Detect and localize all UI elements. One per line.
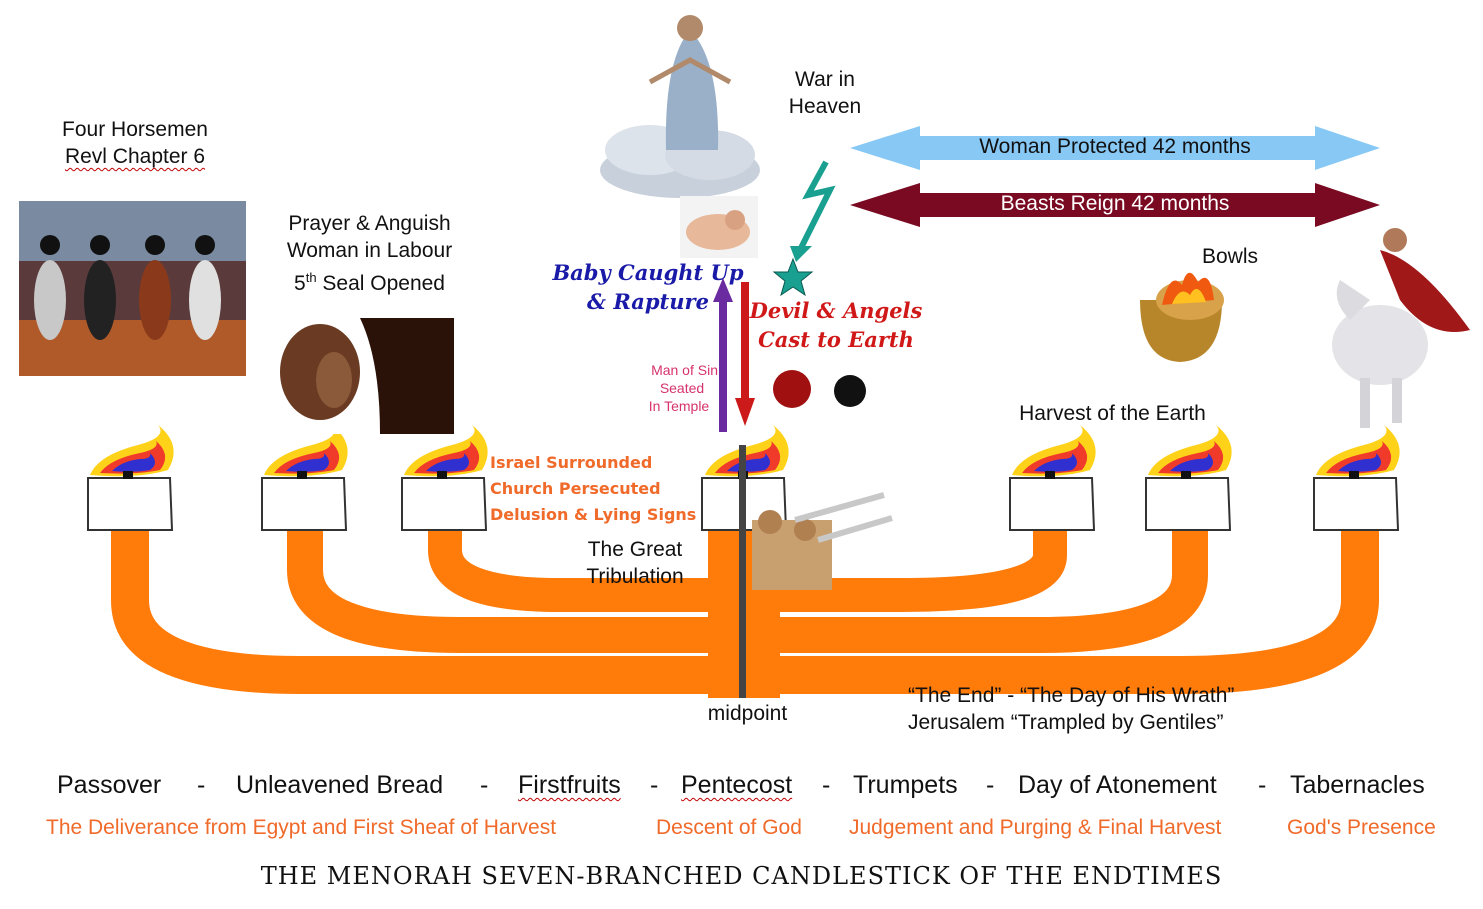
four-horsemen-label: Four Horsemen Revl Chapter 6 — [30, 116, 240, 170]
great-tribulation-label: The Great Tribulation — [570, 536, 700, 590]
seal-number: 5 — [294, 272, 306, 295]
tribulation-line2: Tribulation — [586, 565, 684, 588]
candle-cup-7 — [1313, 477, 1400, 531]
candle-cup-2 — [261, 477, 348, 531]
baby-hands-image — [680, 196, 758, 258]
feast-firstfruits-text: Firstfruits — [518, 771, 621, 799]
candle-cups — [87, 477, 1400, 531]
four-horsemen-image — [19, 201, 246, 376]
flame-6 — [1148, 425, 1232, 479]
war-line2: Heaven — [788, 95, 862, 118]
feast-separator-1: - — [197, 771, 206, 799]
cast-down-arrow — [735, 282, 755, 426]
man-of-sin-line3: In Temple — [648, 398, 710, 414]
meaning-judgement: Judgement and Purging & Final Harvest — [849, 816, 1222, 839]
star-icon — [772, 257, 814, 297]
prayer-line3: 5th Seal Opened — [262, 264, 477, 297]
candle-cup-1 — [87, 477, 174, 531]
praying-woman-image — [268, 318, 454, 434]
candle-cup-3 — [401, 477, 488, 531]
meaning-descent-of-god: Descent of God — [656, 816, 802, 839]
feast-separator-6: - — [1258, 771, 1267, 799]
feast-unleavened-bread: Unleavened Bread — [236, 771, 444, 799]
candle-cup-5 — [1009, 477, 1096, 531]
diagram-title: THE MENORAH SEVEN-BRANCHED CANDLESTICK O… — [260, 862, 1223, 890]
war-line1: War in — [795, 68, 855, 91]
feast-separator-5: - — [986, 771, 995, 799]
devil-line2: Cast to Earth — [758, 327, 914, 352]
tribulation-line1: The Great — [587, 538, 683, 561]
man-of-sin-line1: Man of Sin — [651, 362, 718, 378]
baby-line2: & Rapture — [587, 289, 709, 314]
baby-line1: Baby Caught Up — [552, 260, 744, 285]
dark-sun-icon — [834, 375, 866, 407]
feast-separator-3: - — [650, 771, 659, 799]
beasts-reign-arrow — [850, 183, 1380, 227]
the-end-line1: “The End” - “The Day of His Wrath” — [908, 684, 1235, 707]
feast-separator-2: - — [480, 771, 489, 799]
midpoint-line — [739, 445, 746, 698]
the-end-line2: Jerusalem “Trampled by Gentiles” — [908, 711, 1224, 734]
feast-pentecost-text: Pentecost — [681, 771, 793, 799]
seal-ordinal: th — [305, 270, 317, 285]
harvest-label: Harvest of the Earth — [1019, 402, 1206, 425]
prayer-line2: Woman in Labour — [286, 239, 453, 262]
man-of-sin-label: Man of Sin Seated In Temple — [620, 361, 718, 415]
israel-line1: Israel Surrounded — [490, 453, 653, 472]
the-end-label: “The End” - “The Day of His Wrath” Jerus… — [908, 682, 1328, 736]
feast-separator-4: - — [822, 771, 831, 799]
woman-protected-arrow — [850, 126, 1380, 170]
lightning-tip-icon — [790, 246, 812, 262]
israel-line3: Delusion & Lying Signs — [490, 505, 697, 524]
feast-firstfruits: Firstfruits — [518, 771, 621, 800]
feast-tabernacles: Tabernacles — [1290, 771, 1425, 799]
rapture-up-arrow — [713, 278, 733, 432]
blood-moon-icon — [773, 370, 811, 408]
baby-caught-up-label: Baby Caught Up & Rapture — [548, 258, 748, 316]
candle-cup-6 — [1145, 477, 1232, 531]
flame-5 — [1012, 425, 1096, 479]
feast-pentecost: Pentecost — [681, 771, 792, 800]
feast-trumpets: Trumpets — [853, 771, 958, 799]
meaning-deliverance: The Deliverance from Egypt and First She… — [46, 816, 557, 839]
jesus-cloud-image — [600, 15, 760, 198]
seal-opened-text: Seal Opened — [316, 272, 445, 295]
meaning-gods-presence: God's Presence — [1287, 816, 1436, 839]
bowls-label: Bowls — [1201, 245, 1259, 268]
woman-protected-label: Woman Protected 42 months — [979, 135, 1251, 158]
white-horse-rider-image — [1332, 228, 1470, 428]
feast-day-of-atonement: Day of Atonement — [1018, 771, 1217, 799]
prayer-line1: Prayer & Anguish — [288, 212, 451, 235]
feast-passover: Passover — [57, 771, 162, 799]
trumpeters-image — [752, 492, 893, 590]
beasts-reign-label: Beasts Reign 42 months — [1000, 192, 1230, 215]
branch-inner — [428, 530, 1067, 612]
israel-line2: Church Persecuted — [490, 479, 661, 498]
lightning-icon — [797, 160, 836, 252]
prayer-anguish-label: Prayer & Anguish Woman in Labour 5th Sea… — [262, 210, 477, 297]
flame-7 — [1316, 425, 1400, 479]
flame-1 — [90, 425, 174, 479]
devil-cast-label: Devil & Angels Cast to Earth — [746, 296, 926, 354]
four-horsemen-line1: Four Horsemen — [62, 118, 208, 141]
israel-surrounded-label: Israel Surrounded Church Persecuted Delu… — [490, 450, 720, 528]
four-horsemen-line2: Revl Chapter 6 — [64, 145, 206, 168]
midpoint-label: midpoint — [707, 702, 788, 725]
branch-middle — [287, 530, 1208, 653]
war-in-heaven-label: War in Heaven — [775, 66, 875, 120]
bowls-image — [1140, 272, 1224, 362]
devil-line1: Devil & Angels — [749, 298, 923, 323]
man-of-sin-line2: Seated — [659, 380, 705, 396]
